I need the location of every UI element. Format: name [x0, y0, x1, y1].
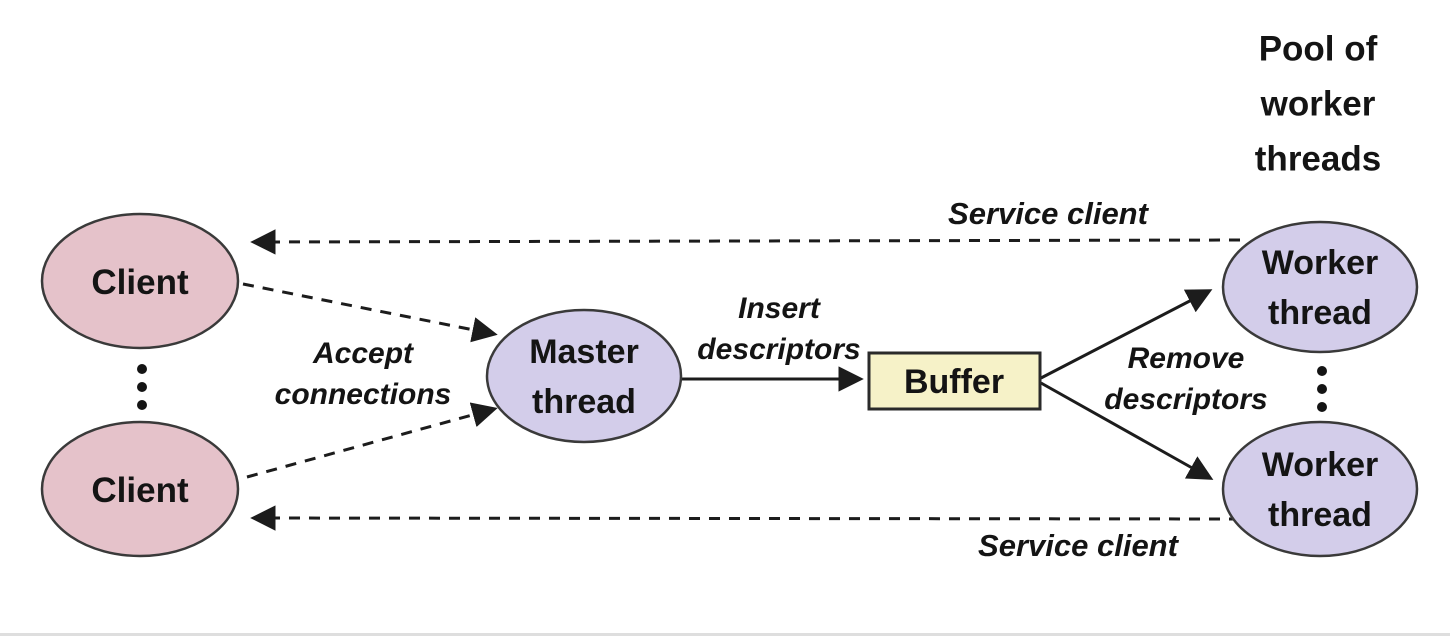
client-top-label: Client	[91, 263, 189, 302]
master-thread-label: Master thread	[529, 333, 639, 421]
arrow-service-client-top	[250, 229, 1241, 255]
buffer-label: Buffer	[903, 363, 1005, 401]
insert-descriptors-label: Insert descriptors	[697, 292, 861, 366]
worker-thread-ellipse-bottom	[1221, 420, 1419, 558]
arrow-remove-descriptors-bottom	[1040, 381, 1214, 480]
worker-thread-bottom-label: Worker thread	[1261, 446, 1379, 534]
arrow-remove-descriptors-top	[1040, 289, 1213, 380]
buffer-box	[867, 351, 1042, 411]
master-thread-ellipse	[485, 308, 683, 444]
client-ellipse-bottom	[40, 420, 240, 558]
pool-of-worker-threads-caption: Pool of worker threads	[1254, 29, 1382, 179]
worker-thread-top-label: Worker thread	[1261, 244, 1379, 332]
ellipsis-dots-left	[137, 364, 147, 410]
accept-connections-label: Accept connections	[274, 337, 452, 411]
arrow-accept-connections-top	[242, 282, 498, 343]
client-ellipse-top	[40, 212, 240, 350]
arrow-accept-connections-bottom	[246, 402, 498, 479]
service-client-bottom-label: Service client	[978, 528, 1178, 563]
client-bottom-label: Client	[91, 471, 189, 510]
remove-descriptors-label: Remove descriptors	[1104, 342, 1268, 416]
ellipsis-dots-right	[1317, 366, 1327, 412]
service-client-top-label: Service client	[948, 196, 1148, 231]
arrow-service-client-bottom	[250, 505, 1241, 531]
worker-thread-ellipse-top	[1221, 220, 1419, 354]
